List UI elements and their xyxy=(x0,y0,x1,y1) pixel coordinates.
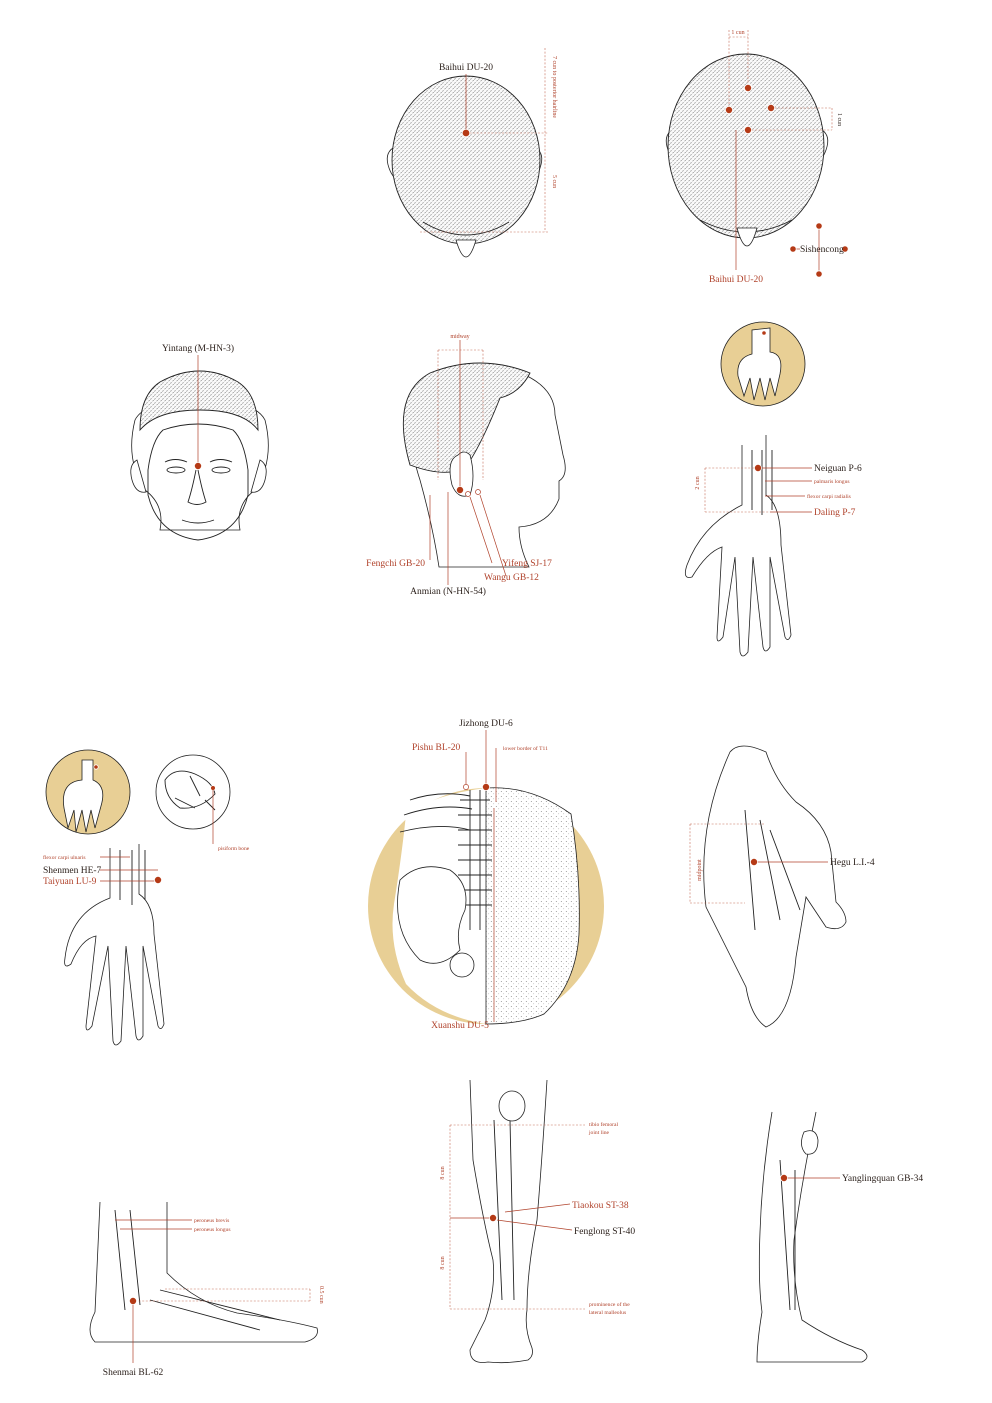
midway-label: midway xyxy=(450,334,469,340)
wangu-point xyxy=(465,491,471,497)
yintang-label: Yintang (M-HN-3) xyxy=(162,343,234,354)
sishencong-point-back xyxy=(744,126,753,135)
panel-yintang-face: Yintang (M-HN-3) xyxy=(130,343,269,541)
sishencong-key-dot-left xyxy=(789,245,797,253)
panel-fenglong-leg: tibio femoral joint line 8 cun 8 cun Tia… xyxy=(440,1079,635,1364)
flexor-radialis-label: flexor carpi radialis xyxy=(807,493,851,500)
pishu-label: Pishu BL-20 xyxy=(412,743,461,753)
baihui-label: Baihui DU-20 xyxy=(439,63,493,73)
neiguan-label: Neiguan P-6 xyxy=(814,464,862,474)
patella xyxy=(498,1090,526,1122)
sishencong-key-dot-top xyxy=(815,222,823,230)
tiaokou-label: Tiaokou ST-38 xyxy=(572,1201,629,1211)
hegu-point xyxy=(750,858,759,867)
yifeng-label: Yifeng SJ-17 xyxy=(502,558,552,569)
shenmen-label: Shenmen HE-7 xyxy=(43,866,102,876)
midpoint-label: midpoint xyxy=(697,859,703,881)
panel-yanglingquan-leg: Yanglingquan GB-34 xyxy=(756,1111,923,1363)
sishencong-label: Sishencong xyxy=(800,245,844,255)
malleolus-label-1: prominence of the xyxy=(589,1301,630,1308)
one-cun-h-label: 1 cun xyxy=(731,30,744,36)
panel-sishencong: 1 cun 1 cun Sishencong Baihui DU-20 xyxy=(665,30,849,285)
jizhong-point xyxy=(481,783,490,792)
sishencong-point-right xyxy=(767,104,776,113)
shenmai-label: Shenmai BL-62 xyxy=(103,1368,164,1378)
sishencong-key-dot-right xyxy=(841,245,849,253)
baihui-bottom-label: Baihui DU-20 xyxy=(709,275,763,285)
hegu-label: Hegu L.I.-4 xyxy=(830,858,875,868)
pisiform-label: pisiform bone xyxy=(218,845,250,852)
panel-hegu-hand: Hegu L.I.-4 midpoint xyxy=(689,745,875,1028)
anmian-label: Anmian (N-HN-54) xyxy=(410,586,486,597)
one-cun-v-label: 1 cun xyxy=(836,113,842,126)
inset-point xyxy=(761,330,767,336)
sishencong-key-dot-bottom xyxy=(815,270,823,278)
inset-shenmen-point xyxy=(93,764,99,770)
panel-side-head: midway Fengchi GB-20 Yifeng SJ-17 Wangu … xyxy=(366,334,566,597)
sishencong-point-left xyxy=(725,106,734,115)
palmaris-label: palmaris longus xyxy=(814,479,850,485)
fenglong-point xyxy=(488,1214,497,1223)
eight-cun-a-label: 8 cun xyxy=(440,1166,446,1179)
peroneus-longus-label: peroneus longus xyxy=(194,1227,231,1233)
panel-neiguan-wrist: Neiguan P-6 palmaris longus flexor carpi… xyxy=(684,321,862,657)
peroneus-brevis-label: peroneus brevis xyxy=(194,1218,229,1224)
jizhong-label: Jizhong DU-6 xyxy=(459,719,513,729)
half-cun-label: 0.5 cun xyxy=(318,1286,324,1304)
panel-jizhong-back: Jizhong DU-6 Pishu BL-20 lower border of… xyxy=(368,719,604,1031)
anmian-point xyxy=(455,485,464,494)
xuanshu-label: Xuanshu DU-5 xyxy=(431,1021,489,1031)
shenmen-point xyxy=(153,876,162,885)
five-cun-label: 5 cun xyxy=(551,175,557,188)
bone-inset-circle xyxy=(155,754,231,830)
tibio-label-2: joint line xyxy=(588,1130,610,1136)
eight-cun-b-label: 8 cun xyxy=(440,1256,446,1269)
malleolus-label-2: lateral malleolus xyxy=(589,1310,626,1316)
baihui-point xyxy=(461,128,471,138)
flexor-ulnaris-label: flexor carpi ulnaris xyxy=(43,854,86,861)
taiyuan-label: Taiyuan LU-9 xyxy=(43,877,97,887)
t11-label: lower border of T11 xyxy=(503,745,548,752)
fengchi-label: Fengchi GB-20 xyxy=(366,559,425,569)
femoral-head xyxy=(449,952,475,978)
yanglingquan-label: Yanglingquan GB-34 xyxy=(842,1174,923,1184)
panel-shenmen-wrist: flexor carpi ulnaris Shenmen HE-7 Taiyua… xyxy=(43,749,250,1046)
seven-cun-label: 7 cun to posterior hairline xyxy=(551,56,557,118)
neiguan-point xyxy=(754,463,763,472)
yifeng-point xyxy=(475,489,481,495)
pishu-point xyxy=(463,784,469,790)
yanglingquan-point xyxy=(780,1174,789,1183)
two-cun-label: 2 cun xyxy=(695,476,701,489)
panel-shenmai-foot: peroneus brevis peroneus longus 0.5 cun … xyxy=(89,1201,324,1378)
pisiform-point xyxy=(210,785,216,791)
sishencong-point-front xyxy=(744,84,753,93)
shenmai-point xyxy=(128,1297,137,1306)
tibio-label-1: tibio femoral xyxy=(589,1121,618,1128)
fenglong-label: Fenglong ST-40 xyxy=(574,1227,635,1237)
panel-baihui-top-view: Baihui DU-20 7 cun to posterior hairline… xyxy=(386,48,557,258)
wangu-label: Wangu GB-12 xyxy=(484,573,539,583)
daling-label: Daling P-7 xyxy=(814,508,856,518)
yintang-point xyxy=(193,461,202,470)
